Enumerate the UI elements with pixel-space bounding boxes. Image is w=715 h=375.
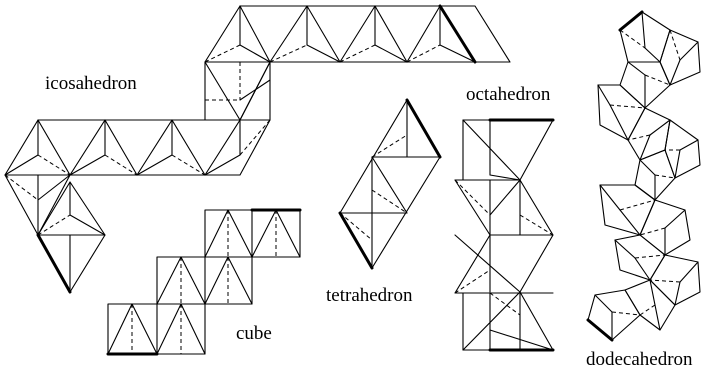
icosahedron-net: [4, 4, 511, 294]
cube-net: [106, 208, 302, 356]
dodecahedron-net: [586, 10, 701, 342]
tetrahedron-label: tetrahedron: [326, 285, 413, 306]
octahedron-net: [454, 118, 555, 352]
dodecahedron-label: dodecahedron: [586, 349, 693, 370]
icosahedron-label: icosahedron: [45, 73, 137, 94]
octahedron-label: octahedron: [466, 84, 551, 105]
cube-label: cube: [236, 323, 272, 344]
tetrahedron-net: [338, 98, 442, 270]
